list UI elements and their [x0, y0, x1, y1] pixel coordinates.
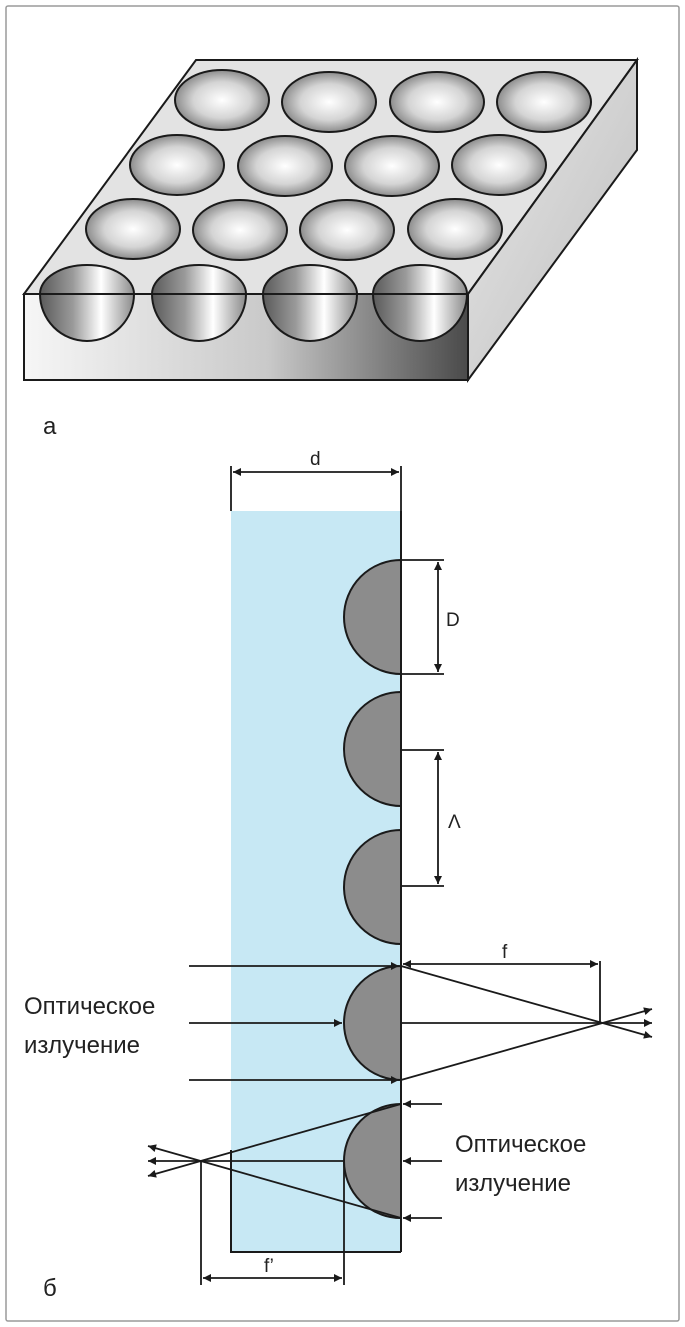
- reverse-outgoing-ray-top: [147, 1103, 402, 1178]
- lens-section-2: [343, 690, 402, 808]
- reverse-outgoing-ray-bottom: [147, 1144, 402, 1219]
- lens-section-3: [343, 828, 402, 946]
- panel-label-a: а: [43, 413, 57, 440]
- panel-a-3d-array: [22, 56, 639, 384]
- caption-left-line1: Оптическое: [24, 993, 155, 1020]
- lens-dimple: [344, 135, 440, 197]
- lens-dimple: [237, 135, 333, 197]
- caption-left-line2: излучение: [24, 1032, 140, 1059]
- lens-section-1: [343, 558, 402, 676]
- lens-dimple: [451, 134, 547, 196]
- lens-dimple: [129, 134, 225, 196]
- label-d: d: [310, 449, 321, 470]
- outgoing-ray-top: [400, 965, 653, 1039]
- lens-dimple: [281, 71, 377, 133]
- lens-dimple: [389, 71, 485, 133]
- label-fprime: f’: [264, 1256, 274, 1277]
- caption-right-line1: Оптическое: [455, 1131, 586, 1158]
- caption-right-line2: излучение: [455, 1170, 571, 1197]
- outgoing-ray-bottom: [400, 1007, 653, 1081]
- lens-dimple: [496, 71, 592, 133]
- lens-dimple: [299, 199, 395, 261]
- label-pitch: Λ: [448, 812, 461, 833]
- lens-dimple: [85, 198, 181, 260]
- figure-frame: [5, 5, 680, 1322]
- lens-dimple: [192, 199, 288, 261]
- label-D: D: [446, 610, 460, 631]
- lens-dimple: [174, 69, 270, 131]
- panel-label-b: б: [43, 1275, 57, 1302]
- label-f: f: [502, 942, 508, 963]
- lens-dimple: [407, 198, 503, 260]
- lens-section-4: [343, 964, 402, 1082]
- panel-b-cross-section: [147, 466, 653, 1285]
